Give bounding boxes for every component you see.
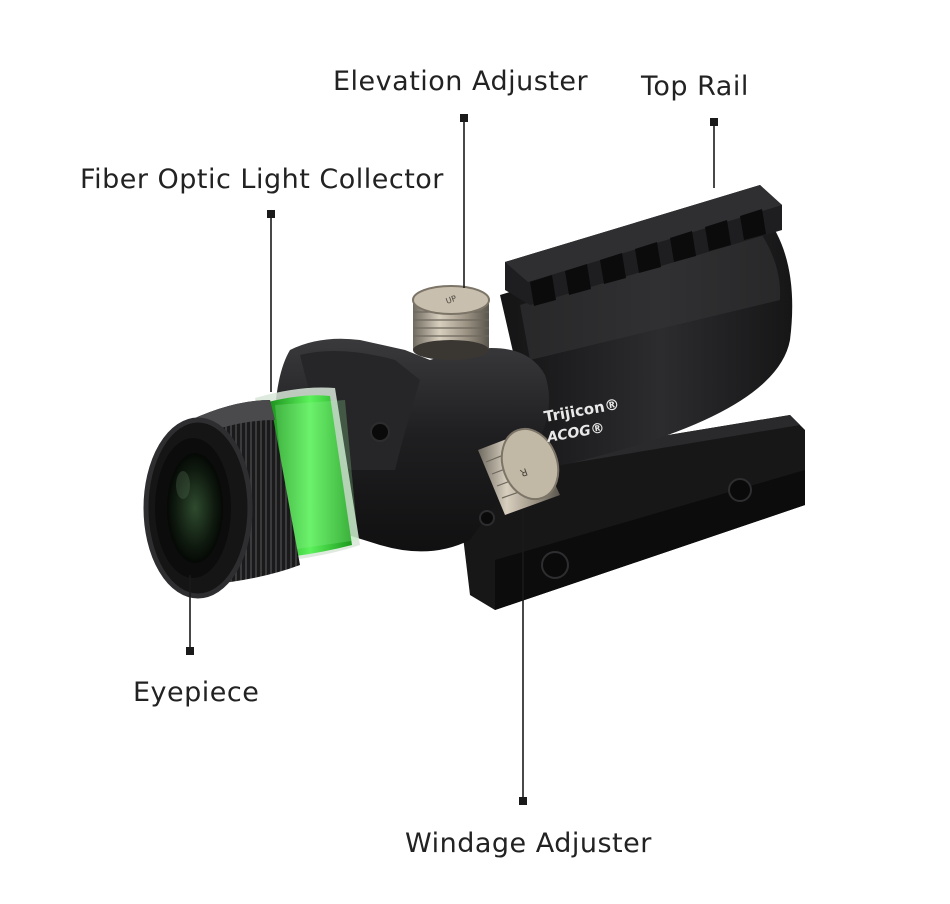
windage-knob-text: R (518, 465, 528, 478)
marker-top-rail (710, 118, 718, 126)
marker-elevation (460, 114, 468, 122)
label-top-rail: Top Rail (641, 71, 749, 102)
marker-eyepiece (186, 647, 194, 655)
elevation-knob (412, 285, 490, 360)
top-rail (505, 185, 782, 306)
eyepiece (143, 417, 253, 599)
label-fiber-optic-light-collector: Fiber Optic Light Collector (80, 164, 444, 195)
elevation-knob-text: UP (445, 294, 458, 306)
leader-markers (186, 114, 718, 805)
label-elevation-adjuster: Elevation Adjuster (333, 66, 589, 97)
marker-fiber (267, 210, 275, 218)
marker-windage (519, 797, 527, 805)
leader-lines (189, 118, 715, 801)
label-windage-adjuster: Windage Adjuster (405, 828, 652, 859)
label-eyepiece: Eyepiece (133, 677, 260, 708)
windage-knob (478, 427, 560, 515)
